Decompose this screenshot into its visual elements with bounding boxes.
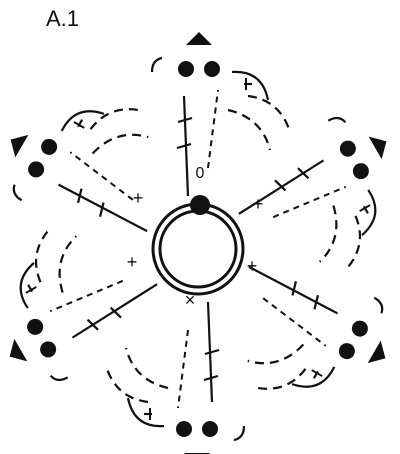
chain-arc-dashed [344,215,362,271]
chain-arc [361,189,377,236]
chain-tick [73,121,85,129]
picot-dot [338,343,355,360]
stitch-symbol: + [133,188,144,208]
chain-arc [291,366,336,388]
stitch-crossbar [274,179,287,192]
tip-triangle [368,136,387,160]
chain-arc-dashed [91,133,149,155]
petal-group [150,32,292,197]
chain-arc-dashed [253,368,307,390]
picot-dot [41,138,58,155]
chain-arc [60,110,105,132]
stitch-symbol: + [247,256,258,276]
stitch-symbol: + [253,194,264,214]
petal-group [238,116,387,271]
chain-line [262,297,327,347]
chain-arc [373,296,384,314]
tip-triangle [10,134,29,158]
chain-tick [25,286,37,294]
stitch-crossbar [109,306,122,319]
picot-dot [202,421,218,437]
picot-dot [204,61,220,77]
stitch-crossbar [86,318,99,331]
start-label: 0 [196,165,205,182]
chain-tick [311,369,323,377]
stitch-crossbar [203,374,219,382]
stitch-crossbar [176,142,192,150]
chain-line [49,279,124,313]
start-dot [190,195,210,215]
tip-triangle [367,340,386,364]
stitch-crossbar [76,188,83,204]
tip-triangle [186,32,212,45]
stitch-crossbar [297,167,310,180]
chain-arc-dashed [104,365,149,404]
diagram-title: A.1 [46,6,80,31]
chain-arc-dashed [34,227,52,283]
petal-group [104,301,246,454]
chain-arc [327,116,347,124]
chain-arc-dashed [227,108,272,151]
picot-dot [40,341,57,358]
chain-tick [359,204,371,212]
petal-group [9,227,158,382]
magic-ring-inner [158,209,238,289]
chain-arc-dashed [124,347,169,390]
chain-arc [19,262,35,309]
chain-line [272,185,347,219]
stitch-symbol: + [127,252,138,272]
petal-sectors [9,32,387,454]
chain-arc [233,425,246,442]
petal-group [10,108,149,233]
chain-arc [150,56,163,73]
picot-dot [352,163,369,180]
chain-arc [231,70,270,101]
petal-group [247,265,386,390]
tip-triangle [9,338,28,362]
chain-arc-dashed [247,343,305,365]
stitch-crossbar [98,202,105,217]
stitch-crossbar [291,281,298,296]
picot-dot [176,421,192,437]
stitch-symbol: × [185,290,196,310]
chain-line [69,151,134,201]
chain-arc [12,184,23,202]
stitch-crossbar [177,116,193,124]
chain-arc [126,397,165,428]
picot-dot [28,161,45,178]
picot-dot [339,140,356,157]
stitch-crossbar [313,294,320,310]
chain-arc-dashed [89,108,143,130]
chain-line [207,89,219,169]
magic-ring-outer [151,202,245,296]
chain-arc-dashed [318,205,338,263]
picot-dot [178,61,194,77]
stitch-crossbar [204,348,220,356]
picot-dot [351,320,368,337]
picot-dot [27,318,44,335]
chain-arc [49,374,69,382]
chain-line [177,329,189,409]
center-marks: + + + + × [127,188,264,310]
chain-arc-dashed [58,235,78,293]
chain-arc-dashed [247,94,292,133]
